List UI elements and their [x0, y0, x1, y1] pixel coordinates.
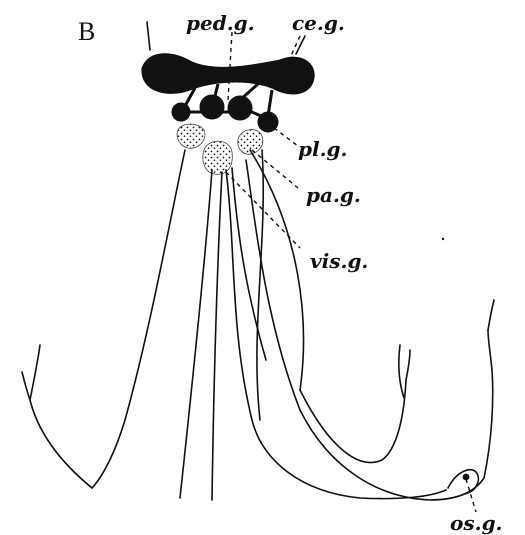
label-cerebral-ganglion: ce.g. [292, 11, 345, 35]
nerve-cords [22, 150, 494, 500]
label-osphradial-ganglion: os.g. [450, 511, 503, 535]
speck [442, 238, 444, 240]
label-parietal-ganglion: pa.g. [306, 183, 361, 207]
label-pleural-ganglion: pl.g. [298, 137, 348, 161]
label-visceral-ganglion: vis.g. [310, 249, 368, 273]
panel-letter: B [78, 17, 95, 46]
label-pedal-ganglion: ped.g. [186, 11, 255, 35]
pleural-parietal-visceral-ganglia [177, 124, 263, 174]
